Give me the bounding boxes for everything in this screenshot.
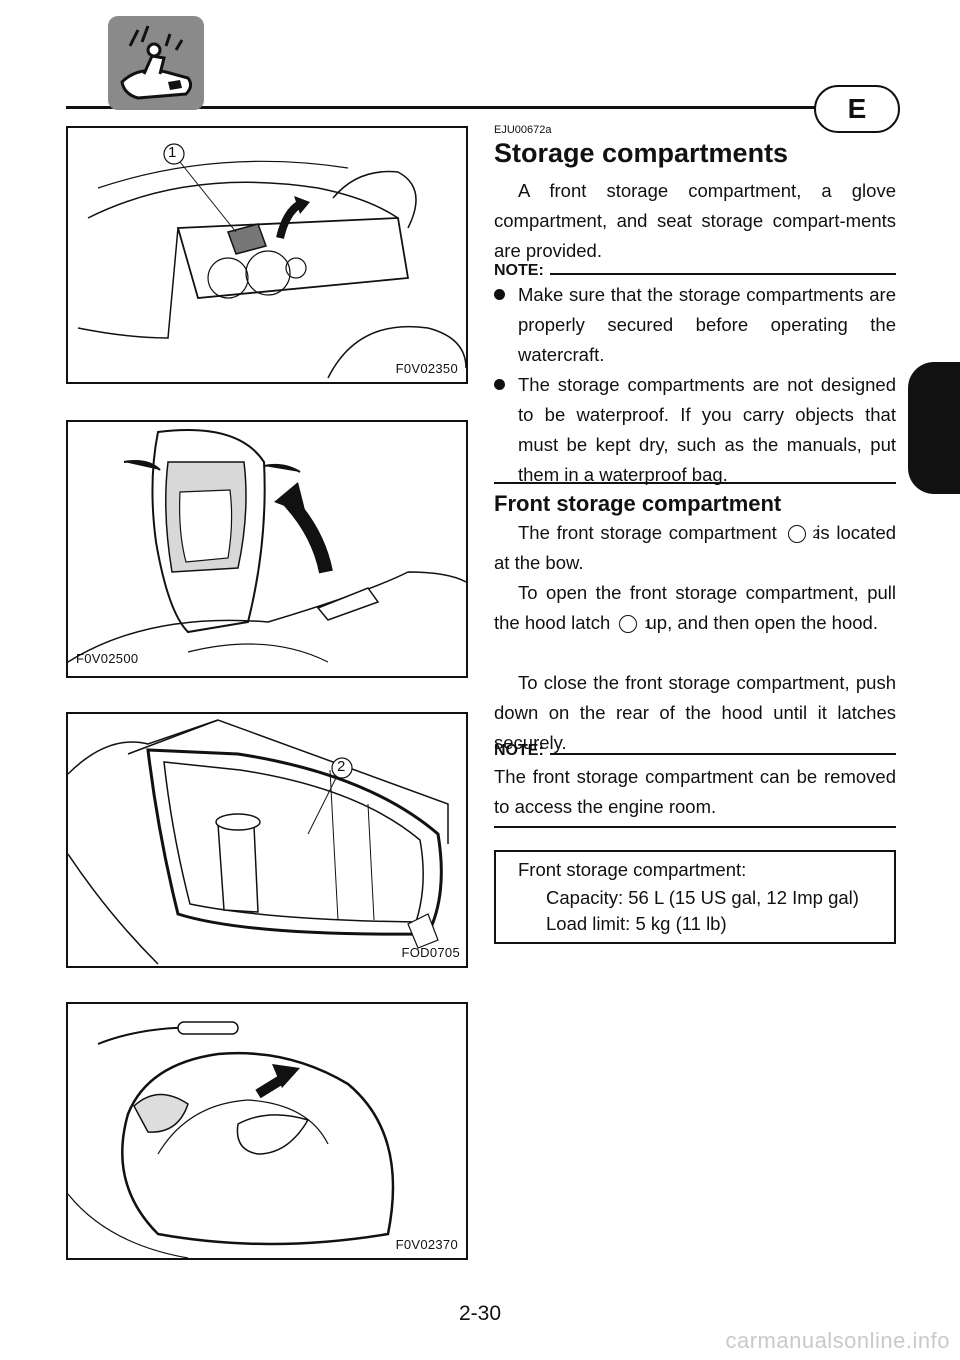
figure-code: F0V02370 (395, 1237, 458, 1252)
paragraph-text: is located at the bow. (494, 522, 897, 573)
figure-code: FOD0705 (401, 945, 460, 960)
paragraph-open: To open the front storage compartment, p… (494, 578, 896, 638)
note-2: NOTE: (494, 742, 896, 760)
spec-heading: Front storage compartment: (518, 859, 747, 880)
bullet-text: The storage compartments are not designe… (518, 374, 896, 485)
bullet-text: Make sure that the storage compartments … (518, 284, 896, 365)
note-2-rule (549, 753, 896, 755)
open-hood-illustration (68, 429, 466, 663)
paragraph-close: To close the front storage compartment, … (494, 672, 896, 753)
bullet-icon (494, 379, 505, 390)
figure-code: F0V02500 (76, 651, 139, 666)
figure-open-hood: F0V02500 (66, 420, 468, 678)
watercraft-rider-icon (108, 16, 204, 110)
note-1: NOTE: (494, 262, 896, 280)
list-item: Make sure that the storage compartments … (494, 280, 896, 370)
bullet-icon (494, 289, 505, 300)
note-1-rule (549, 273, 896, 275)
paragraph-location: The front storage compartment 2 is locat… (494, 518, 896, 578)
figure-front-storage: 2 FOD0705 (66, 712, 468, 968)
section-title: Storage compartments (494, 138, 789, 168)
front-storage-compartment-illustration (68, 719, 449, 965)
paragraph-text: To open the front storage compartment, p… (494, 582, 896, 633)
callout-2: 2 (337, 758, 346, 775)
header-rule (66, 106, 898, 109)
note-2-end-rule (494, 826, 896, 828)
callout-1: 1 (168, 144, 177, 161)
note-1-label: NOTE: (494, 262, 544, 279)
intro-paragraph: A front storage compartment, a glove com… (494, 180, 896, 261)
paragraph-text: up, and then open the hood. (646, 612, 878, 633)
reference-number-1: 1 (619, 615, 651, 633)
paragraph-text: The front storage compartment (518, 522, 777, 543)
spec-box: Front storage compartment: Capacity: 56 … (494, 850, 896, 944)
list-item: The storage compartments are not designe… (494, 370, 896, 490)
note-2-label: NOTE: (494, 742, 544, 759)
document-code: EJU00672a (494, 124, 552, 136)
note-2-text: The front storage compartment can be rem… (494, 766, 896, 817)
figure-hood-latch: 1 F0V02350 (66, 126, 468, 384)
spec-load-limit: Load limit: 5 kg (11 lb) (546, 913, 727, 934)
note-1-bullets: Make sure that the storage compartments … (494, 280, 896, 490)
reference-number-2: 2 (787, 525, 819, 543)
figure-close-hood: F0V02370 (66, 1002, 468, 1260)
closing-hood-illustration (68, 1021, 395, 1258)
figure-code: F0V02350 (395, 361, 458, 376)
language-badge: E (814, 85, 900, 133)
watermark: carmanualsonline.info (725, 1328, 950, 1353)
note-1-end-rule (494, 482, 896, 484)
spec-capacity: Capacity: 56 L (15 US gal, 12 Imp gal) (546, 887, 859, 908)
subsection-title: Front storage compartment (494, 491, 782, 516)
hood-latch-illustration (77, 143, 466, 379)
section-thumb-tab (908, 362, 960, 494)
page-number: 2-30 (458, 1302, 502, 1325)
